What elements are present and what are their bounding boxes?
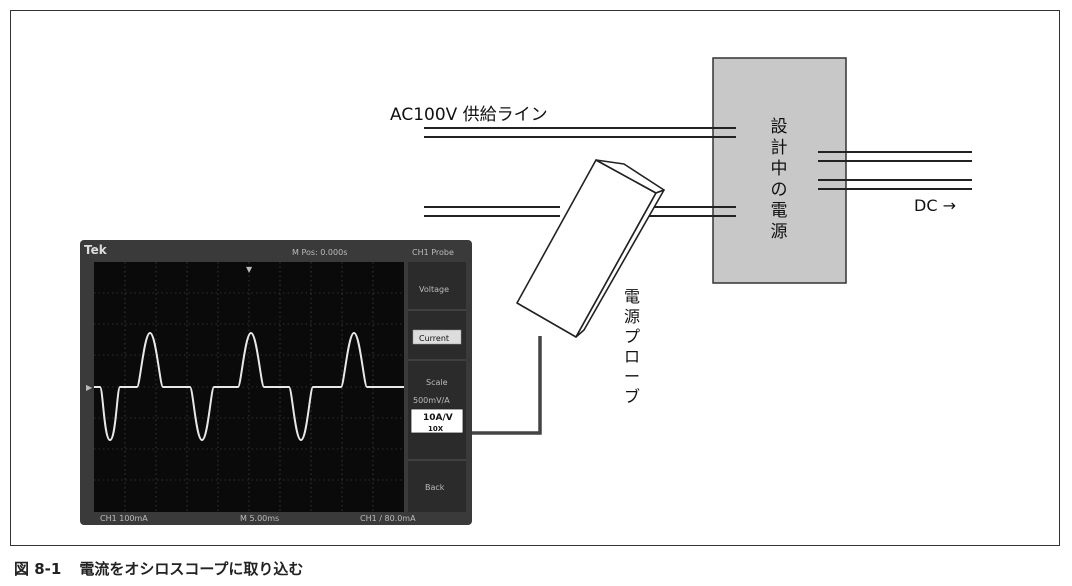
- psu-box: [712, 57, 847, 284]
- psu-char: 中: [771, 159, 788, 179]
- figure-number: 図 8-1: [14, 560, 62, 578]
- scope-grid: [94, 262, 404, 512]
- probe-label: 電 源 プ ロ ー ブ: [624, 287, 640, 406]
- scope-bottom-timebase: M 5.00ms: [240, 514, 279, 523]
- scope-side-menu: Voltage Current Scale 500mV/A 10A/V 10X …: [408, 262, 466, 512]
- ac-line-label: AC100V 供給ライン: [390, 105, 548, 125]
- menu-scale-selected[interactable]: 10A/V: [423, 413, 453, 423]
- current-probe: [516, 159, 665, 338]
- psu-char: 計: [771, 138, 788, 158]
- scope-top-status: M Pos: 0.000s: [292, 248, 347, 257]
- probe-cable: [470, 336, 542, 435]
- oscilloscope: ▼ ▶ Tek M Pos: 0.000s CH1 Probe Voltage …: [80, 240, 472, 525]
- scope-top-menu-title: CH1 Probe: [412, 248, 454, 257]
- probe-char: ー: [624, 367, 640, 386]
- probe-char: 源: [624, 307, 640, 326]
- menu-voltage[interactable]: Voltage: [419, 285, 449, 294]
- menu-current[interactable]: Current: [419, 334, 449, 343]
- dc-output-label: DC →: [914, 196, 956, 215]
- menu-scale-sub: 10X: [428, 425, 444, 433]
- psu-label: 設 計 中 の 電 源: [771, 117, 788, 242]
- probe-char: プ: [624, 327, 640, 346]
- scope-bottom-trigger: CH1 / 80.0mA: [360, 514, 416, 523]
- trigger-marker: ▼: [246, 265, 253, 274]
- scope-brand: Tek: [84, 243, 108, 257]
- psu-char: の: [771, 180, 788, 200]
- probe-char: 電: [624, 287, 640, 306]
- menu-back[interactable]: Back: [425, 483, 445, 492]
- psu-char: 電: [771, 201, 788, 221]
- scope-bottom-ch1: CH1 100mA: [100, 514, 148, 523]
- psu-char: 源: [771, 222, 788, 242]
- menu-scale-title: Scale: [426, 378, 448, 387]
- ch1-marker: ▶: [86, 383, 93, 392]
- psu-char: 設: [771, 117, 788, 137]
- current-waveform: [94, 331, 404, 442]
- figure-caption: 図 8-1 電流をオシロスコープに取り込む: [14, 558, 303, 579]
- dc-output-wires: [818, 151, 972, 190]
- probe-char: ロ: [624, 347, 640, 366]
- caption-text: 電流をオシロスコープに取り込む: [79, 560, 304, 578]
- probe-char: ブ: [624, 387, 640, 406]
- menu-scale-option[interactable]: 500mV/A: [413, 396, 450, 405]
